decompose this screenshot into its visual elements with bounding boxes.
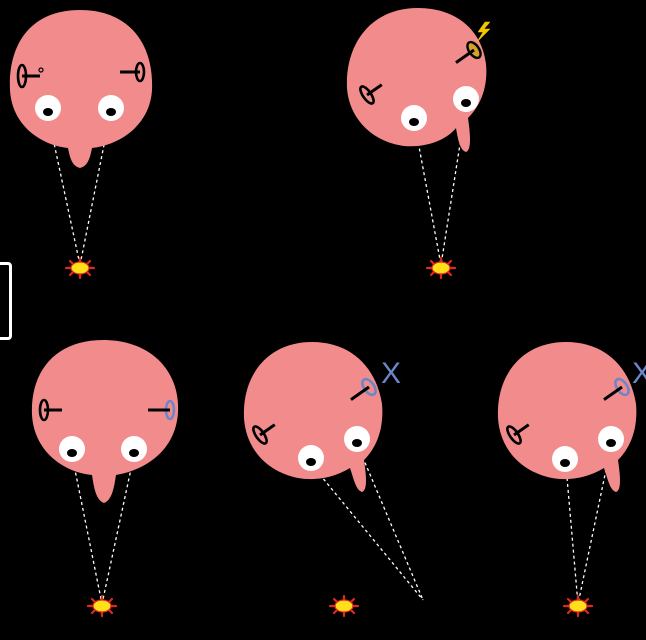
panel-top-right [347,8,490,278]
eye-icon [35,95,61,121]
eye-icon [598,426,624,452]
sun-target-icon [564,596,592,616]
eye-icon [121,436,147,462]
eye-icon [344,426,370,452]
eye-icon [59,436,85,462]
sun-target-icon [66,258,94,278]
x-mark-icon: X [381,357,401,390]
panel-top-left [10,10,152,278]
lightning-icon [477,22,490,42]
head-shape [32,340,178,503]
selection-frame[interactable] [0,262,12,340]
x-mark-icon: X [632,357,646,390]
panel-bottom-middle: X [244,342,423,616]
eye-icon [98,95,124,121]
sun-target-icon [88,596,116,616]
head-shape [10,10,152,168]
eye-icon [552,446,578,472]
eye-icon [453,86,479,112]
sun-target-icon [427,258,455,278]
panel-bottom-left [32,340,178,616]
eye-icon [298,445,324,471]
sun-target-icon [330,596,358,616]
panel-bottom-right: X [498,342,646,616]
eye-icon [401,105,427,131]
